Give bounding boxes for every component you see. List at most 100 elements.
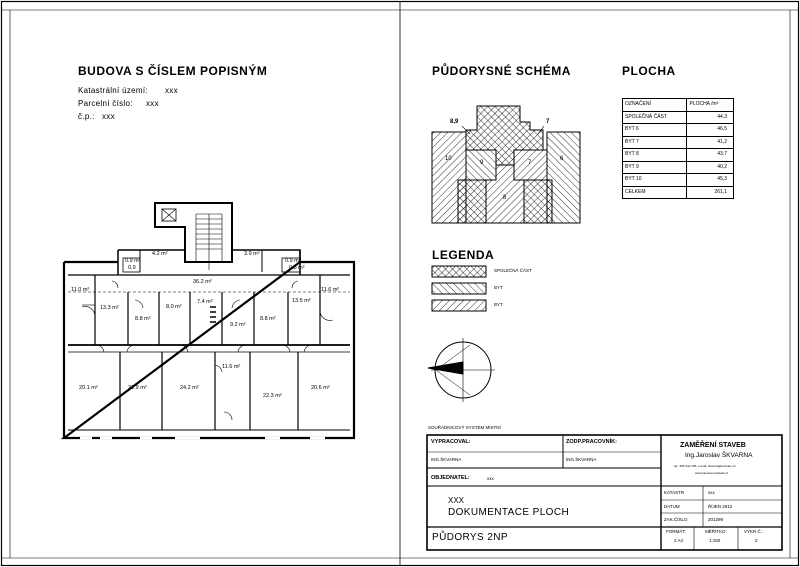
table-cell: CELKEM <box>621 185 688 199</box>
table-header-cell: OZNAČENÍ <box>621 98 688 112</box>
schema-label: 7 <box>528 160 532 166</box>
room-label: 11.6 m² <box>222 364 241 370</box>
company-contact: tel.: 605 442 205, e-mail: skvarna@sezna… <box>674 464 736 468</box>
schema-label: 8,9 <box>450 119 459 125</box>
north-arrow-icon <box>427 338 495 402</box>
room-label: 9.2 m² <box>230 322 246 328</box>
company-person: Ing.Jaroslav ŠKVARNA <box>685 452 753 459</box>
floor-plan <box>60 202 356 440</box>
room-label: 11.6 m² <box>321 287 340 293</box>
meritko-label: MĚŘÍTKO: <box>705 529 727 534</box>
vypracoval-value: ING.ŠKVARNA <box>431 457 462 462</box>
room-label: 0.9 m² <box>125 258 141 264</box>
table-cell: BYT 7 <box>621 135 688 149</box>
room-label: 8.8 m² <box>260 316 276 322</box>
parcel-value: xxx <box>146 99 159 108</box>
objednatel-value: xxx <box>487 476 494 481</box>
table-cell: BYT 10 <box>621 173 688 187</box>
legend-title: LEGENDA <box>432 248 495 262</box>
vypracoval-label: VYPRACOVAL: <box>431 439 471 445</box>
room-label: 13.5 m² <box>292 298 311 304</box>
legend-swatches <box>431 265 487 312</box>
room-label: 21.9 m² <box>128 385 147 391</box>
legend-item: SPOLEČNÁ ČÁST <box>494 268 532 273</box>
meritko-value: 1:150 <box>709 538 721 543</box>
table-cell: 44,3 <box>686 110 734 124</box>
table-header-row: OZNAČENÍ PLOCHA /m² <box>621 98 734 112</box>
zak-label: ZAK.ČÍSLO <box>664 517 688 522</box>
datum-label: DATUM <box>664 504 680 509</box>
cp-label: č.p.: <box>78 112 95 121</box>
objednatel-label: OBJEDNATEL: <box>431 475 470 481</box>
company-name: ZAMĚŘENÍ STAVEB <box>680 442 746 449</box>
room-label: 11.0 m² <box>71 287 90 293</box>
company-web: www.zamereni-staveb.cz <box>695 471 729 475</box>
room-label: 13.3 m² <box>100 305 119 311</box>
zak-value: 201299 <box>708 517 724 522</box>
table-cell: 43,7 <box>686 148 734 162</box>
room-label: 0.9 <box>128 265 136 271</box>
room-label: 0.8 m² <box>289 265 305 271</box>
table-cell: 46,5 <box>686 123 734 137</box>
schema-label: 6 <box>560 156 564 162</box>
room-label: 20.6 m² <box>311 385 330 391</box>
drawing-title: PŮDORYS 2NP <box>432 532 508 543</box>
coord-system: SOUŘADNICOVÝ SYSTÉM MÍSTNÍ <box>428 425 501 430</box>
katastr-field-label: KATASTR <box>664 490 685 495</box>
format-label: FORMÁT: <box>666 529 686 534</box>
katastr-field-value: xxx <box>708 490 715 495</box>
table-header-cell: PLOCHA /m² <box>686 98 734 112</box>
vykres-label: VÝKR.Č.: <box>744 529 764 534</box>
room-label: 36.2 m² <box>193 279 212 285</box>
schema-title: PŮDORYSNÉ SCHÉMA <box>432 64 571 78</box>
vykres-value: 2 <box>755 538 758 543</box>
room-label: 7.4 m² <box>197 299 213 305</box>
zodp-label: ZODP.PRACOVNÍK: <box>566 439 617 445</box>
table-cell: 261,1 <box>686 185 734 199</box>
table-cell: 41,2 <box>686 135 734 149</box>
room-label: 0.9 m² <box>285 258 301 264</box>
area-title: PLOCHA <box>622 64 676 78</box>
building-title: BUDOVA S ČÍSLEM POPISNÝM <box>78 64 268 78</box>
legend-item: BYT <box>494 285 503 290</box>
schema-label: 9 <box>480 160 484 166</box>
format-value: 2 A4 <box>674 538 684 543</box>
room-label: 4.2 m² <box>152 251 168 257</box>
table-cell: BYT 6 <box>621 123 688 137</box>
room-label: 8.8 m² <box>135 316 151 322</box>
room-label: 8.0 m² <box>166 304 182 310</box>
table-cell: BYT 9 <box>621 160 688 174</box>
cp-value: xxx <box>102 112 115 121</box>
katastr-value: xxx <box>165 86 178 95</box>
schema-label: 8 <box>503 195 507 201</box>
room-label: 22.3 m² <box>263 393 282 399</box>
title-block-frame <box>426 434 783 551</box>
schema-label: 7 <box>546 119 550 125</box>
project-title: DOKUMENTACE PLOCH <box>448 507 570 518</box>
legend-item: BYT <box>494 302 503 307</box>
project-name: XXX <box>448 496 465 505</box>
table-cell: 45,3 <box>686 173 734 187</box>
zodp-value: ING.ŠKVARNA <box>566 457 597 462</box>
schema-label: 10 <box>445 156 452 162</box>
katastr-label: Katastrální území: <box>78 86 148 95</box>
table-cell: BYT 8 <box>621 148 688 162</box>
schema-diagram <box>431 105 581 224</box>
table-cell: 40,2 <box>686 160 734 174</box>
parcel-label: Parcelní číslo: <box>78 99 133 108</box>
room-label: 3.9 m² <box>244 251 260 257</box>
room-label: 20.1 m² <box>79 385 98 391</box>
room-label: 24.2 m² <box>180 385 199 391</box>
table-cell: SPOLEČNÁ ČÁST <box>621 110 688 124</box>
datum-value: ŘÍJEN 2012 <box>708 504 733 509</box>
